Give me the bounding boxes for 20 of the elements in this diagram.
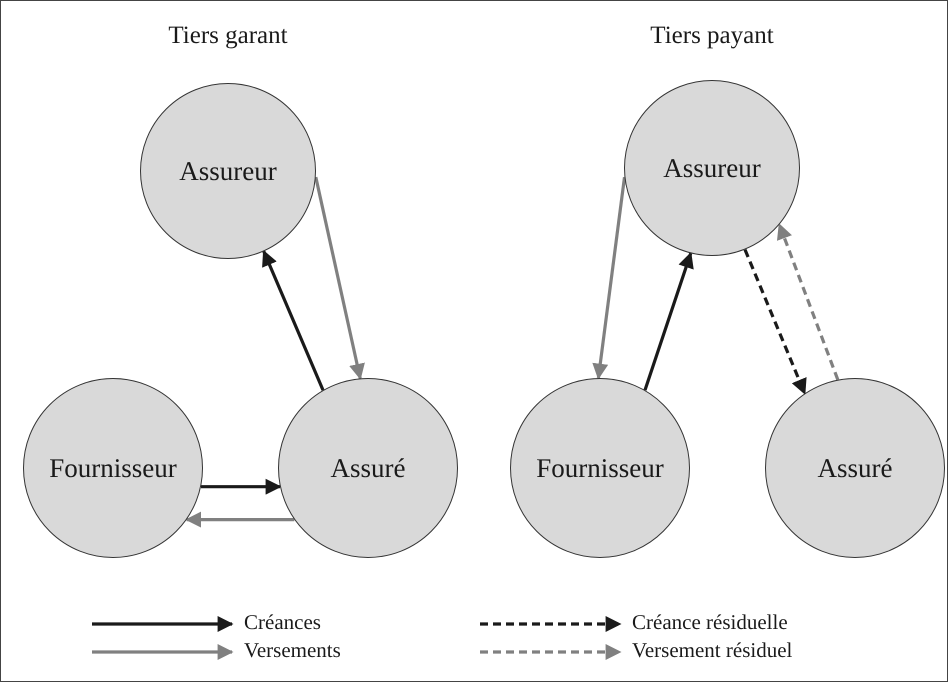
arrow <box>185 512 294 528</box>
node-label: Assureur <box>663 152 761 184</box>
node-label: Assureur <box>179 156 277 186</box>
section-title: Tiers garant <box>168 22 288 50</box>
node-label: Assuré <box>330 452 406 484</box>
node-label: Fournisseur <box>536 452 664 484</box>
arrow <box>592 177 626 380</box>
arrow <box>314 176 365 380</box>
arrow <box>643 252 694 391</box>
arrow <box>262 250 324 391</box>
arrow <box>744 248 807 395</box>
arrow <box>201 478 282 495</box>
arrow <box>776 223 840 380</box>
legend-label: Versements <box>244 638 341 663</box>
legend-label: Créance résiduelle <box>632 610 788 635</box>
node-label: Fournisseur <box>49 452 177 484</box>
section-title: Tiers payant <box>650 22 774 50</box>
legend-label: Créances <box>244 610 321 635</box>
legend-label: Versement résiduel <box>632 638 792 663</box>
node-label: Assuré <box>818 452 892 484</box>
